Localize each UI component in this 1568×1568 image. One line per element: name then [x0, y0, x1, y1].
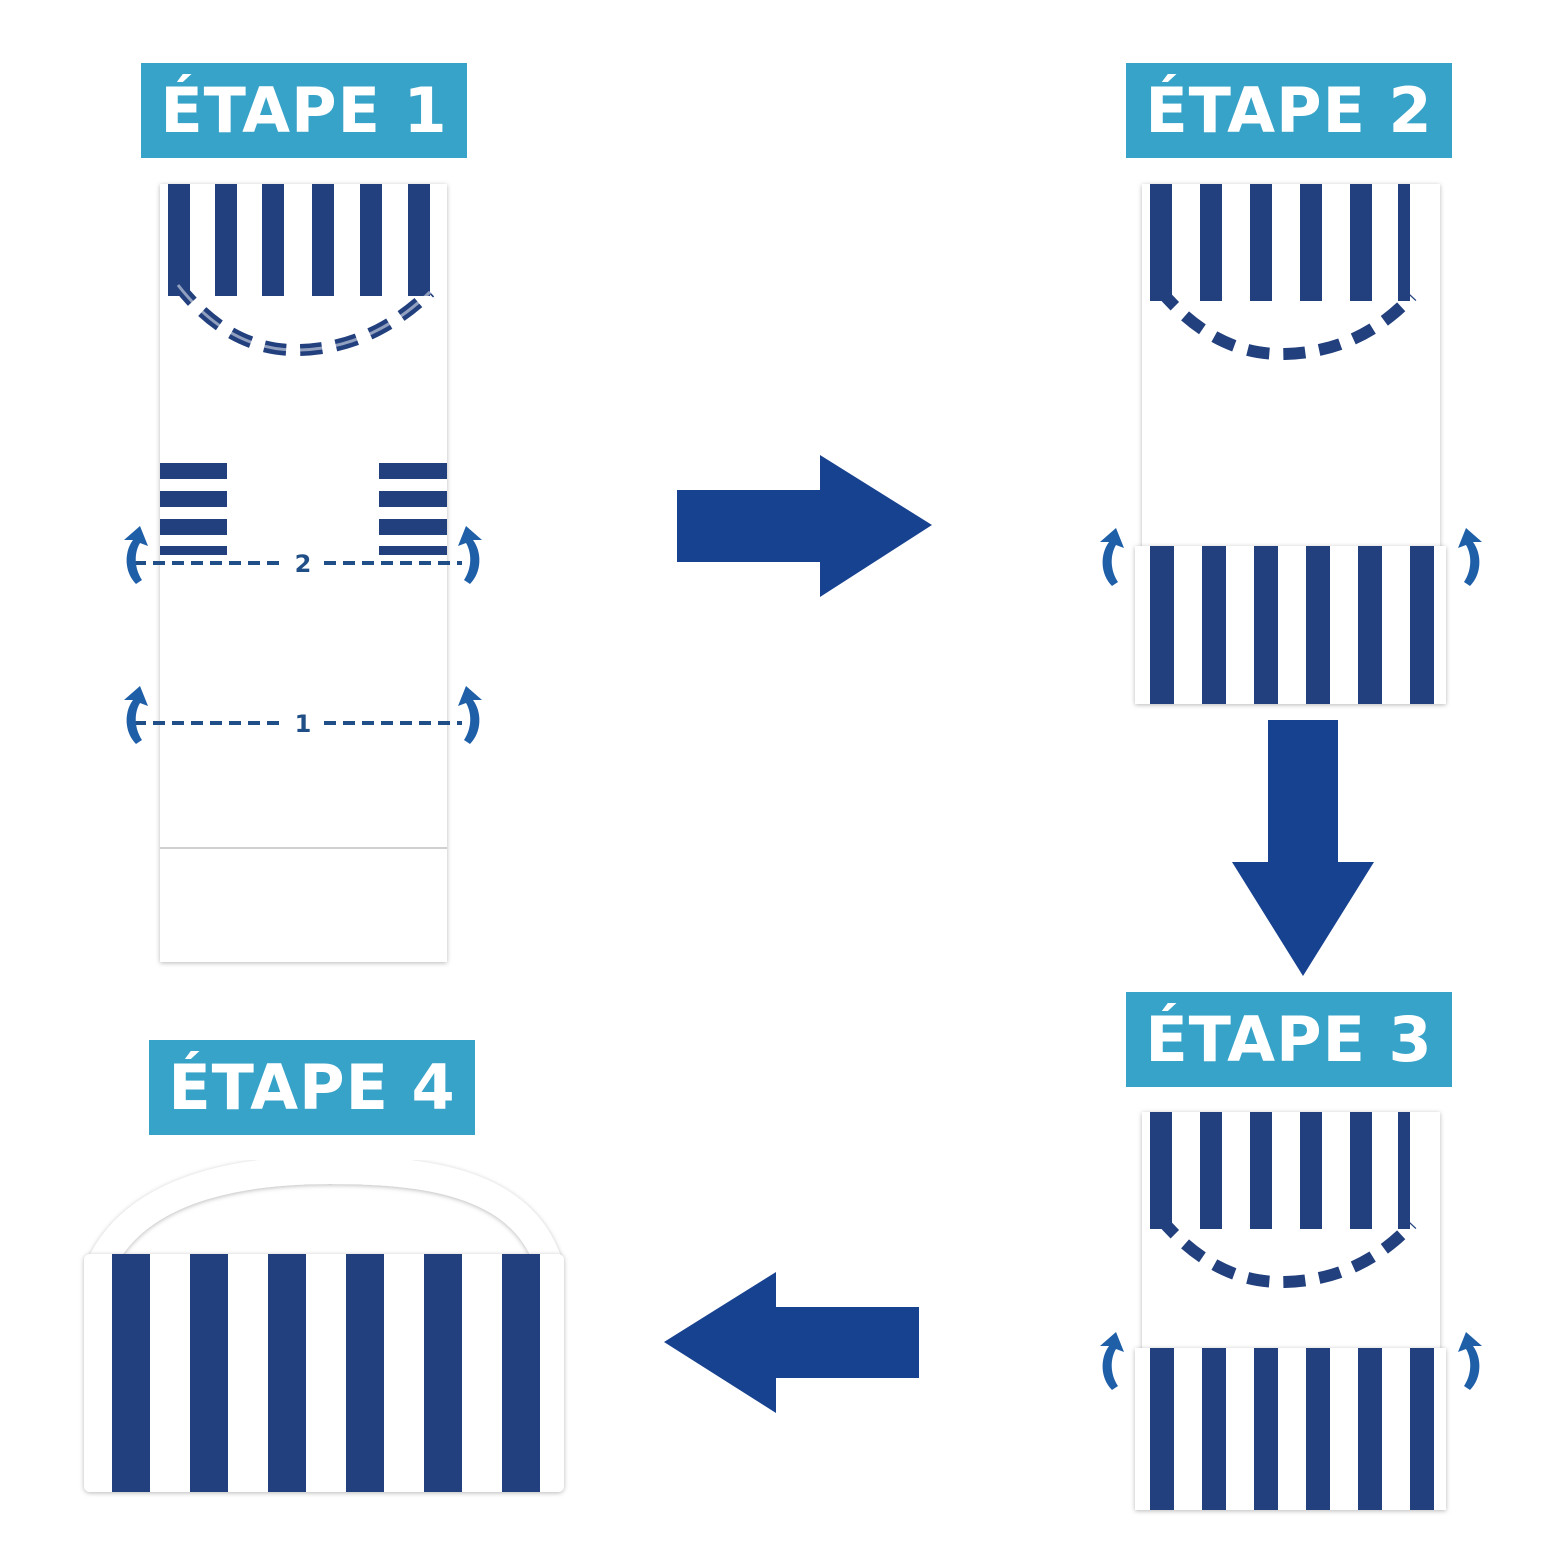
bag-stripes — [112, 1254, 540, 1492]
hood-stripes — [1150, 1112, 1410, 1229]
bottom-stripes — [1150, 1348, 1434, 1510]
step-2-label: ÉTAPE 2 — [1126, 63, 1452, 158]
fold-marker-1: 1 — [295, 710, 312, 738]
bottom-stripes — [1150, 546, 1434, 704]
curl-up-arrow-icon — [1100, 528, 1482, 586]
arrow-down-icon — [1232, 720, 1374, 976]
right-flap — [379, 463, 447, 555]
hood-stripes — [168, 184, 440, 296]
step-3-label: ÉTAPE 3 — [1126, 992, 1452, 1087]
curl-up-arrow-icon — [124, 526, 482, 744]
left-flap — [160, 463, 227, 555]
arrow-left-icon — [664, 1272, 919, 1413]
step-1-label: ÉTAPE 1 — [141, 63, 467, 158]
step-1-towel: 2 1 — [124, 184, 482, 962]
step-2-towel — [1100, 184, 1482, 704]
hood-stripes — [1150, 184, 1410, 301]
step-4-bag — [84, 1155, 564, 1492]
fold-marker-2: 2 — [295, 550, 312, 578]
step-4-label: ÉTAPE 4 — [149, 1040, 475, 1135]
arrow-right-icon — [677, 455, 932, 597]
curl-up-arrow-icon — [1100, 1332, 1482, 1390]
step-3-towel — [1100, 1112, 1482, 1510]
